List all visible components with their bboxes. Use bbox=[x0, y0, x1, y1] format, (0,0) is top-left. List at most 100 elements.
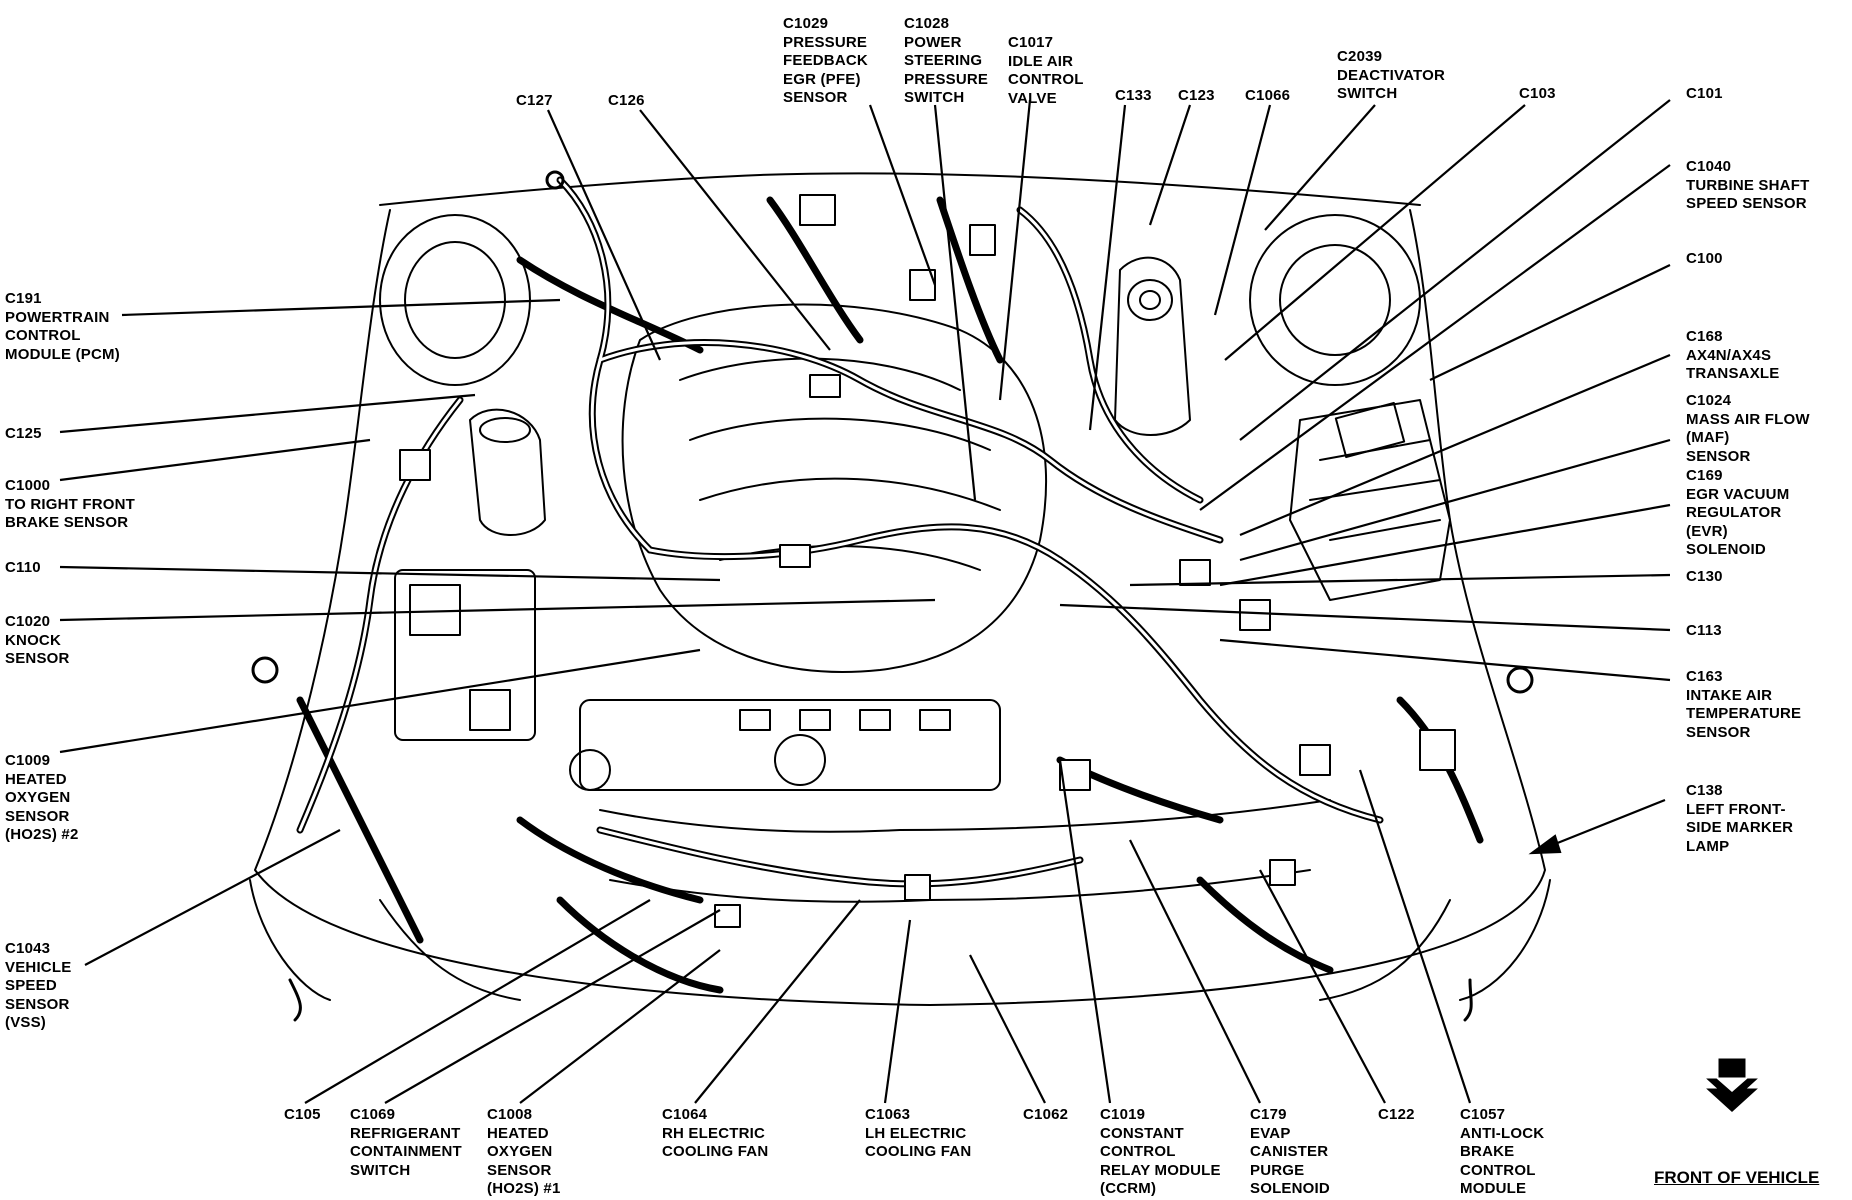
battery-and-reservoirs bbox=[394, 256, 1191, 741]
callout-c1020-line: SENSOR bbox=[5, 650, 70, 667]
leader-c100 bbox=[1429, 264, 1671, 381]
wheel-well-brackets bbox=[251, 170, 1534, 1022]
callout-c168-line: AX4N/AX4S bbox=[1686, 346, 1772, 364]
callout-c1064-line: RH ELECTRIC bbox=[662, 1124, 766, 1142]
callout-c1024-line: C1024 bbox=[1686, 392, 1732, 409]
callout-c179-line: C179 bbox=[1250, 1106, 1287, 1123]
body-outline bbox=[249, 172, 1551, 1006]
callout-c1028-line: C1028 bbox=[904, 15, 950, 32]
callout-c179-line: EVAP bbox=[1250, 1124, 1291, 1142]
leader-c1028 bbox=[933, 104, 977, 501]
callout-c168-line: TRANSAXLE bbox=[1686, 365, 1780, 382]
callout-c1024-line: SENSOR bbox=[1686, 447, 1751, 465]
callout-c1063-line: COOLING FAN bbox=[865, 1143, 972, 1160]
callout-c1064-line: C1064 bbox=[662, 1106, 708, 1123]
callout-c1043-line: C1043 bbox=[5, 940, 51, 957]
callout-c1008-line: HEATED bbox=[487, 1124, 549, 1142]
callout-c1020-line: KNOCK bbox=[5, 631, 61, 649]
callout-c1057-line: ANTI-LOCK bbox=[1460, 1124, 1545, 1142]
leader-c1043 bbox=[84, 829, 341, 966]
callout-c138-line: C138 bbox=[1686, 782, 1723, 799]
callout-c1008-line: C1008 bbox=[487, 1106, 533, 1123]
callout-c1063-line: C1063 bbox=[865, 1106, 911, 1123]
leader-c1066 bbox=[1213, 104, 1272, 316]
leader-c1069 bbox=[384, 909, 721, 1104]
arrow-c138 bbox=[1528, 798, 1666, 855]
leader-c168 bbox=[1239, 353, 1671, 537]
callout-c126-line: C126 bbox=[608, 92, 645, 109]
callout-c1066: C1066 bbox=[1245, 87, 1290, 106]
callout-c1024-line: MASS AIR FLOW bbox=[1686, 410, 1810, 428]
callout-c1000-line: BRAKE SENSOR bbox=[5, 514, 129, 531]
callout-c1019-line: (CCRM) bbox=[1100, 1180, 1157, 1197]
callout-c103-line: C103 bbox=[1519, 85, 1556, 102]
leader-c101 bbox=[1239, 99, 1671, 441]
callout-c191-line: C191 bbox=[5, 290, 42, 307]
leader-c122 bbox=[1259, 869, 1386, 1104]
callout-c2039-line: SWITCH bbox=[1337, 85, 1398, 102]
callout-c1028-line: PRESSURE bbox=[904, 70, 989, 88]
callout-c1000-line: TO RIGHT FRONT bbox=[5, 495, 136, 513]
callout-c123-line: C123 bbox=[1178, 87, 1215, 104]
leader-c1062 bbox=[969, 954, 1046, 1104]
leader-c1040 bbox=[1199, 164, 1671, 511]
callout-c1069-line: REFRIGERANT bbox=[350, 1124, 461, 1142]
callout-c1062-line: C1062 bbox=[1023, 1106, 1069, 1123]
callout-c105: C105 bbox=[284, 1106, 321, 1125]
connector-blocks bbox=[399, 194, 1456, 928]
callout-c179-line: SOLENOID bbox=[1250, 1180, 1330, 1197]
callout-c1043-line: SPEED bbox=[5, 977, 57, 994]
callout-c1024-line: (MAF) bbox=[1686, 429, 1730, 446]
callout-c1017-line: IDLE AIR bbox=[1008, 52, 1074, 70]
harness-inner bbox=[298, 178, 1382, 886]
callout-c101: C101 bbox=[1686, 85, 1723, 104]
callout-c113: C113 bbox=[1686, 622, 1722, 641]
leader-c2039 bbox=[1264, 104, 1376, 231]
callout-c1069-line: C1069 bbox=[350, 1106, 396, 1123]
leader-c1019 bbox=[1058, 759, 1112, 1104]
callout-c105-line: C105 bbox=[284, 1106, 321, 1123]
leader-c110 bbox=[59, 565, 721, 582]
callout-c1057-line: C1057 bbox=[1460, 1106, 1506, 1123]
callout-c110-line: C110 bbox=[5, 559, 41, 576]
callout-c169-line: EGR VACUUM bbox=[1686, 485, 1790, 503]
wiring-harness bbox=[296, 176, 1484, 994]
callout-c101-line: C101 bbox=[1686, 85, 1723, 102]
leader-c113 bbox=[1059, 603, 1671, 632]
callout-c1028-line: POWER bbox=[904, 33, 962, 51]
leader-c130 bbox=[1129, 573, 1671, 587]
callout-c1017-line: C1017 bbox=[1008, 34, 1054, 51]
callout-c191-line: CONTROL bbox=[5, 327, 81, 344]
leader-c133 bbox=[1088, 104, 1127, 431]
callout-c130: C130 bbox=[1686, 568, 1723, 587]
callout-c2039-line: DEACTIVATOR bbox=[1337, 66, 1446, 84]
leader-c123 bbox=[1148, 104, 1192, 226]
callout-c1043-line: (VSS) bbox=[5, 1014, 47, 1031]
callout-c1008-line: OXYGEN bbox=[487, 1143, 553, 1160]
callout-c1040-line: TURBINE SHAFT bbox=[1686, 176, 1810, 194]
leader-c1057 bbox=[1358, 769, 1472, 1104]
callout-c130-line: C130 bbox=[1686, 568, 1723, 585]
callout-c1029-line: EGR (PFE) bbox=[783, 70, 861, 88]
callout-c1009-line: HEATED bbox=[5, 770, 67, 788]
callout-c1066-line: C1066 bbox=[1245, 87, 1291, 104]
callout-c169-line: (EVR) bbox=[1686, 522, 1728, 540]
callout-c113-line: C113 bbox=[1686, 622, 1722, 639]
callout-c1043-line: VEHICLE bbox=[5, 958, 72, 976]
callout-c179-line: PURGE bbox=[1250, 1161, 1305, 1179]
leader-c1000 bbox=[59, 438, 371, 482]
